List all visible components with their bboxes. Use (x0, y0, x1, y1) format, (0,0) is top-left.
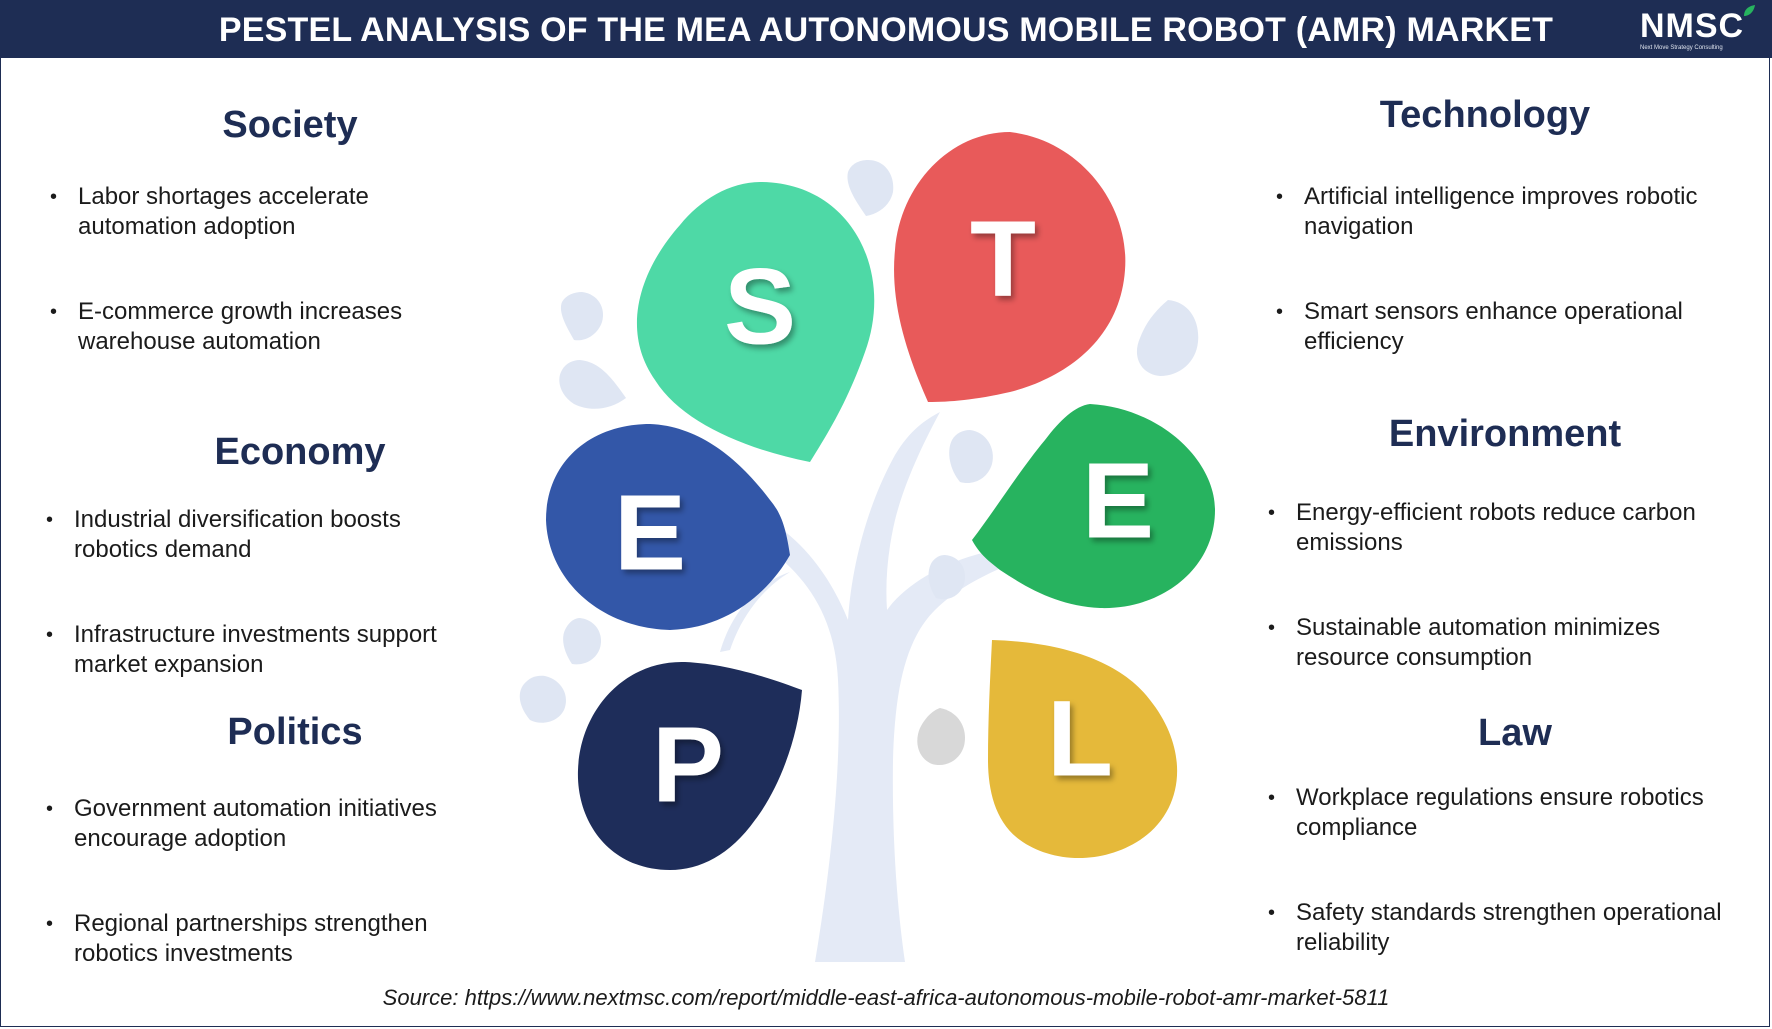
petal-letter-l: L (1047, 678, 1113, 799)
environment-point-1: Energy-efficient robots reduce carbon em… (1268, 498, 1738, 558)
environment-heading: Environment (1388, 413, 1622, 455)
technology-list: Artificial intelligence improves robotic… (1276, 182, 1736, 412)
society-point-1: Labor shortages accelerate automation ad… (50, 182, 450, 242)
law-list: Workplace regulations ensure robotics co… (1268, 783, 1748, 1013)
society-heading: Society (222, 104, 358, 146)
petal-letter-s: S (724, 246, 796, 367)
society-point-2: E-commerce growth increases warehouse au… (50, 297, 450, 357)
petal-s: S (636, 182, 875, 462)
logo-text: NMSC (1640, 7, 1745, 45)
economy-point-2: Infrastructure investments support marke… (46, 620, 486, 680)
header-bar: PESTEL ANALYSIS OF THE MEA AUTONOMOUS MO… (0, 0, 1772, 58)
politics-list: Government automation initiatives encour… (46, 794, 486, 1024)
leaf-icon (1744, 5, 1755, 16)
decorative-drops (519, 160, 1199, 723)
petal-letter-e-environment: E (1082, 440, 1154, 561)
source-citation: Source: https://www.nextmsc.com/report/m… (382, 985, 1390, 1010)
society-list: Labor shortages accelerate automation ad… (50, 182, 450, 412)
petal-e-economy: E (546, 424, 790, 630)
petal-letter-p: P (652, 704, 724, 825)
logo-tagline: Next Move Strategy Consulting (1640, 45, 1723, 51)
nmsc-logo: NMSC Next Move Strategy Consulting (1640, 5, 1755, 54)
technology-point-1: Artificial intelligence improves robotic… (1276, 182, 1736, 242)
economy-heading: Economy (214, 431, 386, 473)
environment-list: Energy-efficient robots reduce carbon em… (1268, 498, 1738, 728)
petal-p: P (577, 661, 802, 870)
petal-e-environment: E (972, 404, 1215, 609)
petal-t: T (894, 132, 1126, 402)
law-point-2: Safety standards strengthen operational … (1268, 898, 1748, 958)
environment-point-2: Sustainable automation minimizes resourc… (1268, 613, 1738, 673)
law-heading: Law (1478, 712, 1552, 754)
law-point-1: Workplace regulations ensure robotics co… (1268, 783, 1748, 843)
politics-point-2: Regional partnerships strengthen robotic… (46, 909, 486, 969)
technology-point-2: Smart sensors enhance operational effici… (1276, 297, 1736, 357)
page-title: PESTEL ANALYSIS OF THE MEA AUTONOMOUS MO… (218, 11, 1554, 49)
economy-list: Industrial diversification boosts roboti… (46, 505, 486, 735)
economy-point-1: Industrial diversification boosts roboti… (46, 505, 486, 565)
grey-drop (917, 708, 965, 766)
petal-letter-t: T (970, 198, 1036, 319)
petal-letter-e-economy: E (614, 472, 686, 593)
technology-heading: Technology (1379, 94, 1591, 136)
politics-heading: Politics (227, 711, 363, 753)
petal-l: L (988, 640, 1178, 859)
politics-point-1: Government automation initiatives encour… (46, 794, 486, 854)
